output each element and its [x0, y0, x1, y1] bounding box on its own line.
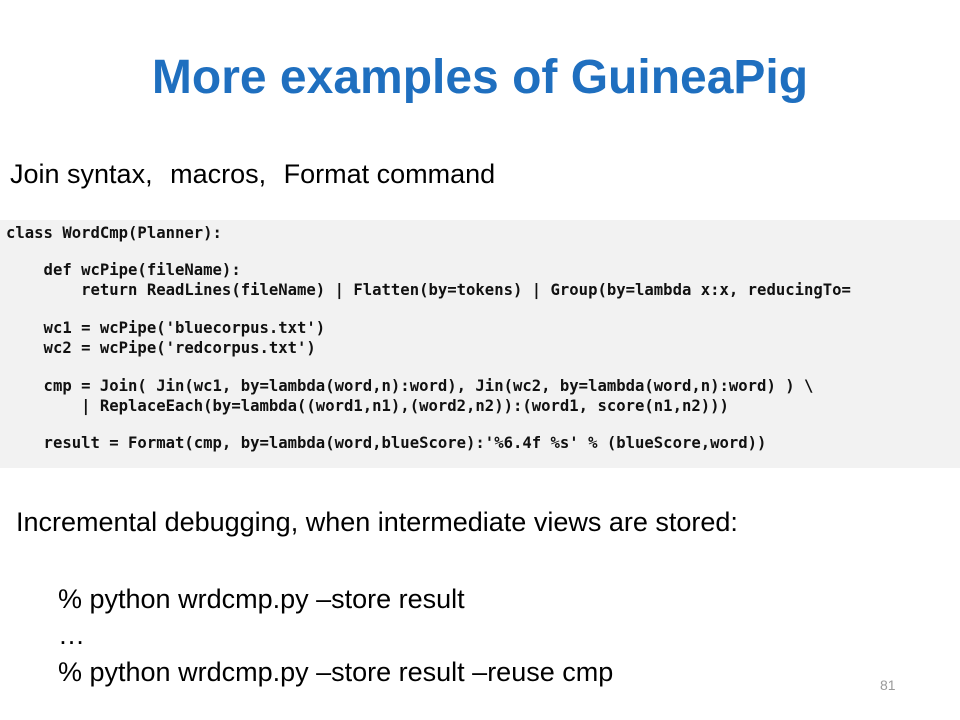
- slide-subtitle: Join syntax, macros, Format command: [10, 156, 495, 192]
- slide-title: More examples of GuineaPig: [151, 51, 809, 104]
- command-line-store: % python wrdcmp.py –store result: [58, 584, 465, 614]
- command-ellipsis: …: [58, 620, 85, 650]
- code-line: wc1 = wcPipe('bluecorpus.txt'): [6, 319, 326, 337]
- code-line: return ReadLines(fileName) | Flatten(by=…: [6, 281, 851, 299]
- code-line: cmp = Join( Jin(wc1, by=lambda(word,n):w…: [6, 377, 814, 395]
- code-line: class WordCmp(Planner):: [6, 224, 222, 242]
- subtitle-part-join: Join syntax,: [10, 159, 153, 189]
- command-line-reuse: % python wrdcmp.py –store result –reuse …: [58, 657, 614, 687]
- code-block: class WordCmp(Planner): def wcPipe(fileN…: [0, 220, 960, 468]
- code-line: result = Format(cmp, by=lambda(word,blue…: [6, 434, 767, 452]
- code-line: def wcPipe(fileName):: [6, 261, 241, 279]
- page-number: 81: [880, 677, 896, 693]
- code-line: | ReplaceEach(by=lambda((word1,n1),(word…: [6, 397, 729, 415]
- code-line: wc2 = wcPipe('redcorpus.txt'): [6, 339, 316, 357]
- debug-intro: Incremental debugging, when intermediate…: [16, 507, 738, 537]
- subtitle-part-macros: macros,: [170, 159, 267, 189]
- subtitle-part-format: Format command: [283, 159, 496, 189]
